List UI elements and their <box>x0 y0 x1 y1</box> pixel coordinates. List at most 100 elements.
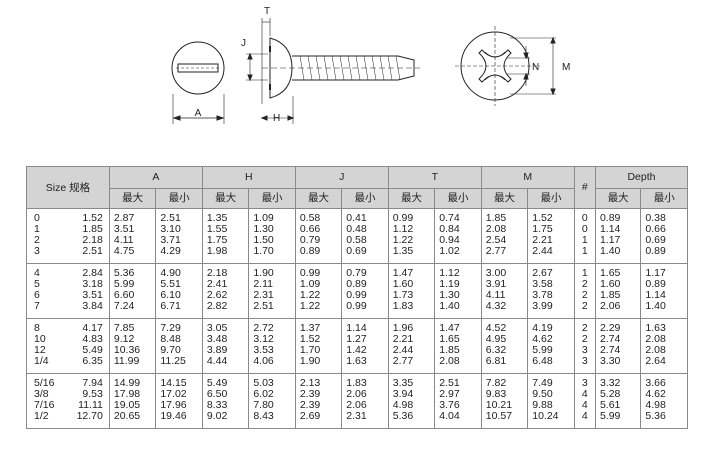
cell-value: 0.89 <box>346 278 367 290</box>
cell-value: 2.62 <box>206 289 228 301</box>
cell-value: 10.21 <box>485 399 513 411</box>
cell-value: 5.99 <box>532 344 553 356</box>
cell-value: 3.05 <box>206 322 228 334</box>
cell-value: 1.47 <box>439 322 460 334</box>
cell-value: 0.99 <box>299 267 321 279</box>
cell-value: 6.02 <box>253 388 274 400</box>
cell-value: 0.89 <box>599 212 621 224</box>
cell-value: 5.36 <box>645 410 666 422</box>
cell-value: 1.35 <box>392 245 414 257</box>
cell-value: 2.51 <box>439 377 460 389</box>
cell-value: 1.12 <box>439 267 460 279</box>
cell-value: 2.77 <box>392 355 414 367</box>
cell-value: 1.22 <box>299 300 321 312</box>
cell-value: 1.83 <box>346 377 367 389</box>
cell-value: 6.48 <box>532 355 553 367</box>
cell-value: 5.51 <box>160 278 181 290</box>
cell-value: 1.60 <box>392 278 414 290</box>
cell-value: 3.78 <box>532 289 553 301</box>
cell-value: 17.98 <box>113 388 141 400</box>
cell-value: 1.85 <box>485 212 507 224</box>
cell-value: 0.66 <box>299 223 321 235</box>
phillips-head-view <box>455 26 556 106</box>
cell-value: 6.10 <box>160 289 181 301</box>
cell-value: 0.41 <box>346 212 367 224</box>
cell-value: 14.15 <box>160 377 187 389</box>
size-diameter: 1.52 <box>82 212 103 224</box>
cell-value: 3 <box>581 355 588 367</box>
size-diameter: 6.35 <box>82 355 103 367</box>
cell-value: 5.36 <box>392 410 414 422</box>
cell-value: 7.80 <box>253 399 274 411</box>
cell-value: 1 <box>581 234 588 246</box>
cell-value: 0.58 <box>346 234 367 246</box>
cell-value: 7.49 <box>532 377 553 389</box>
size-number: 12 <box>34 344 46 356</box>
cell-value: 20.65 <box>113 410 141 422</box>
cell-value: 2.08 <box>485 223 507 235</box>
cell-value: 0.99 <box>392 212 414 224</box>
size-diameter: 4.83 <box>82 333 103 345</box>
size-diameter: 12.70 <box>76 410 103 422</box>
cell-value: 1.22 <box>299 289 321 301</box>
cell-value: 1 <box>581 267 588 279</box>
col-hash-header: # <box>573 166 596 209</box>
cell-value: 1.85 <box>599 289 621 301</box>
col-t-header: T <box>387 166 482 189</box>
cell-value: 6.71 <box>160 300 181 312</box>
slotted-head-view <box>171 41 225 124</box>
cell-value: 8.48 <box>160 333 181 345</box>
cell-value: 1 <box>581 245 588 257</box>
cell-value: 0.84 <box>439 223 460 235</box>
label-j: J <box>241 38 246 49</box>
cell-value: 1.14 <box>599 223 621 235</box>
m-max-header: 最大 <box>480 188 529 209</box>
cell-value: 3.35 <box>392 377 414 389</box>
cell-value: 1.90 <box>299 355 321 367</box>
cell-value: 2.74 <box>599 333 621 345</box>
cell-value: 4 <box>581 388 588 400</box>
cell-value: 2 <box>581 333 588 345</box>
cell-value: 11.25 <box>160 355 186 367</box>
cell-value: 11.99 <box>113 355 140 367</box>
cell-value: 0.69 <box>645 234 666 246</box>
cell-value: 2.08 <box>645 333 666 345</box>
cell-value: 4.11 <box>485 289 506 301</box>
col-h-header: H <box>201 166 296 189</box>
table-header: Size 规格 A H J T M # Depth 最大 最小 最大 最小 最大… <box>26 166 689 209</box>
cell-value: 1.50 <box>253 234 274 246</box>
t-max-header: 最大 <box>387 188 436 209</box>
cell-value: 6.81 <box>485 355 507 367</box>
cell-value: 4.95 <box>485 333 507 345</box>
cell-value: 9.02 <box>206 410 228 422</box>
label-t: T <box>264 6 270 17</box>
size-number: 0 <box>34 212 40 224</box>
cell-value: 9.12 <box>113 333 135 345</box>
cell-value: 0.99 <box>346 300 367 312</box>
size-number: 7/16 <box>34 399 55 411</box>
cell-value: 19.46 <box>160 410 187 422</box>
cell-value: 9.70 <box>160 344 181 356</box>
cell-value: 4 <box>581 399 588 411</box>
cell-value: 2.41 <box>206 278 228 290</box>
cell-value: 1.75 <box>532 223 553 235</box>
label-n: N <box>532 62 539 73</box>
cell-value: 1.09 <box>253 212 274 224</box>
cell-value: 1.75 <box>206 234 228 246</box>
